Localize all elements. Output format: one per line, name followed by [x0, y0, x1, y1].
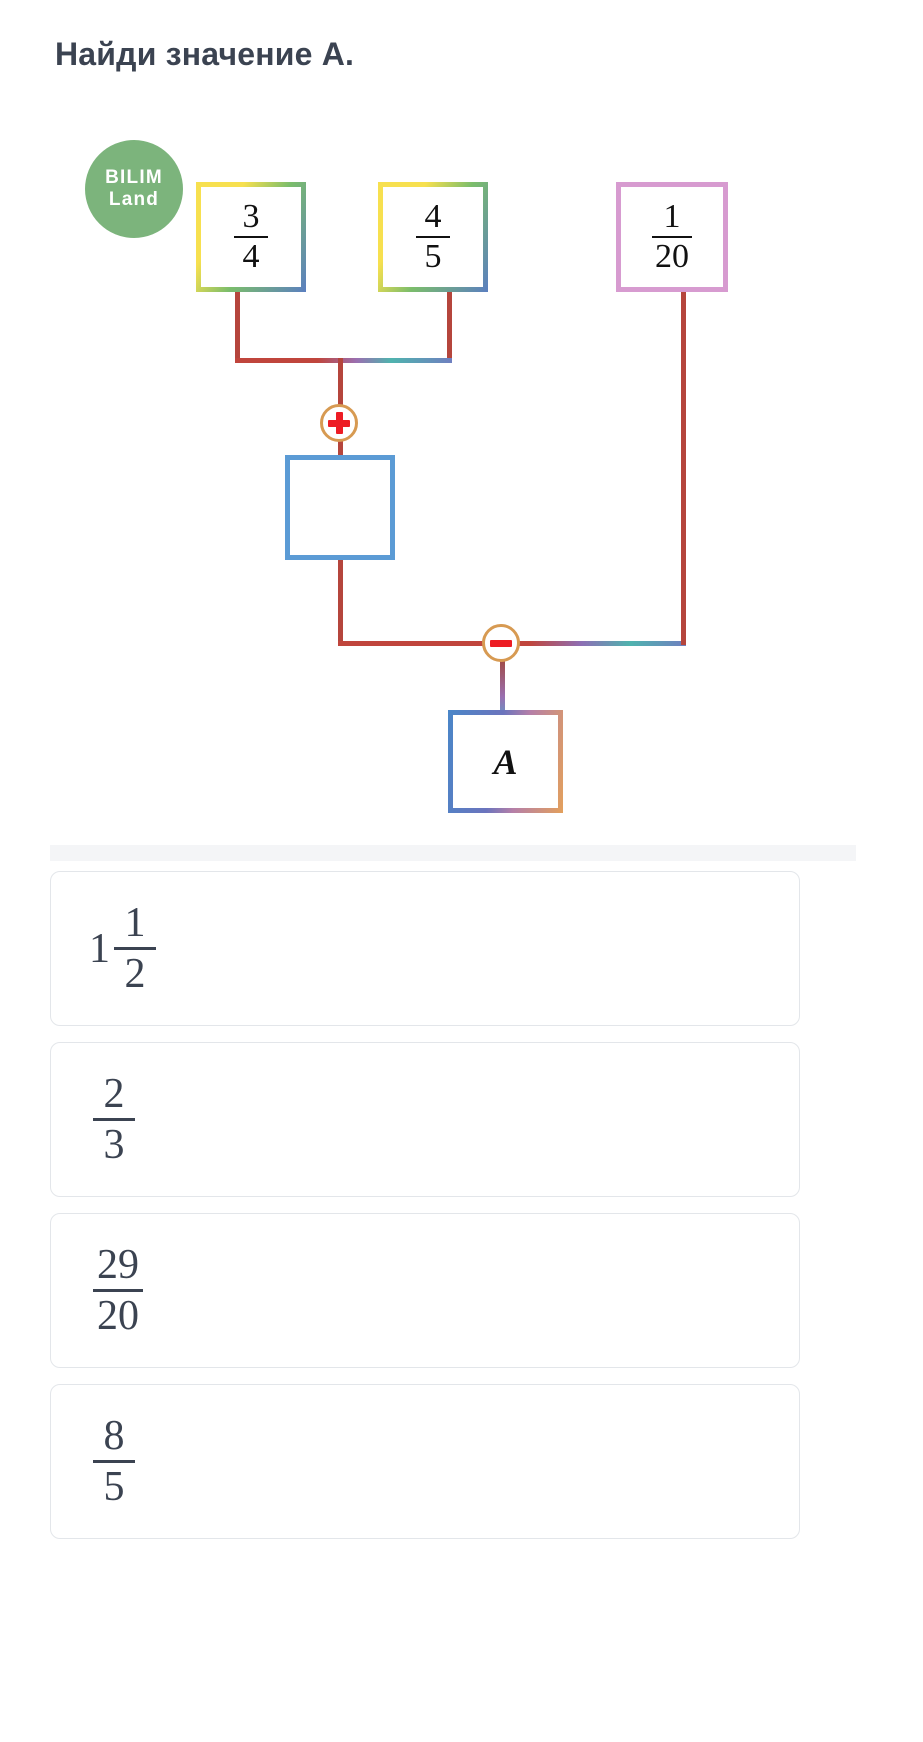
wire-sumbox-down — [338, 557, 343, 645]
numerator: 29 — [97, 1242, 139, 1288]
logo-line-2: Land — [108, 189, 160, 210]
numerator: 2 — [103, 1071, 125, 1117]
fraction-bar — [93, 1118, 135, 1121]
answer-value-3: 29 20 — [89, 1244, 143, 1337]
numerator: 3 — [242, 198, 260, 235]
wire-node3-down — [681, 288, 686, 645]
numerator: 1 — [124, 900, 146, 946]
fraction-bar — [93, 1289, 143, 1292]
denominator: 20 — [97, 1293, 139, 1339]
fraction-stack: 29 20 — [93, 1244, 143, 1337]
answer-option-4[interactable]: 8 5 — [50, 1384, 800, 1539]
result-node-a: A — [448, 710, 563, 813]
fraction-stack: 8 5 — [93, 1415, 135, 1508]
fraction-1-20: 1 20 — [652, 200, 692, 274]
wire-node2-down — [447, 288, 452, 360]
answer-option-1[interactable]: 1 1 2 — [50, 871, 800, 1026]
fraction-node-1-20-inner: 1 20 — [621, 187, 723, 287]
minus-operator-icon — [482, 624, 520, 662]
fraction-node-4-5-inner: 4 5 — [383, 187, 483, 287]
options-top-strip — [50, 845, 856, 861]
answer-value-2: 2 3 — [89, 1073, 135, 1166]
wire-minus-to-answer — [500, 658, 505, 713]
denominator: 5 — [424, 238, 442, 275]
fraction-node-3-4: 3 4 — [196, 182, 306, 292]
empty-sum-box-inner — [290, 460, 390, 555]
wire-bus-to-plus — [338, 358, 343, 428]
plus-operator-icon — [320, 404, 358, 442]
fraction-node-4-5: 4 5 — [378, 182, 488, 292]
denominator: 20 — [655, 238, 689, 275]
fraction-node-1-20: 1 20 — [616, 182, 728, 292]
answer-value-4: 8 5 — [89, 1415, 135, 1508]
fraction-stack: 2 3 — [93, 1073, 135, 1166]
answer-option-3[interactable]: 29 20 — [50, 1213, 800, 1368]
numerator: 8 — [103, 1413, 125, 1459]
wire-sum-bus — [235, 358, 452, 363]
denominator: 5 — [103, 1464, 125, 1510]
numerator: 1 — [663, 198, 681, 235]
fraction-bar — [114, 947, 156, 950]
fraction-bar — [234, 236, 268, 238]
result-label-a: A — [493, 741, 518, 782]
denominator: 4 — [242, 238, 260, 275]
fraction-3-4: 3 4 — [234, 200, 268, 274]
fraction-bar — [416, 236, 450, 238]
fraction-bar — [652, 236, 692, 238]
bilim-land-logo: BILIM Land — [85, 140, 183, 238]
fraction-4-5: 4 5 — [416, 200, 450, 274]
page-title: Найди значение А. — [55, 36, 355, 72]
wire-node1-down — [235, 288, 240, 360]
whole-part: 1 — [89, 925, 110, 972]
answer-option-2[interactable]: 2 3 — [50, 1042, 800, 1197]
fraction-bar — [93, 1460, 135, 1463]
result-node-a-inner: A — [453, 715, 558, 808]
denominator: 2 — [124, 951, 146, 997]
denominator: 3 — [103, 1122, 125, 1168]
logo-line-1: BILIM — [105, 167, 163, 189]
empty-sum-box[interactable] — [285, 455, 395, 560]
numerator: 4 — [424, 198, 442, 235]
answer-value-1: 1 1 2 — [89, 902, 156, 995]
fraction-node-3-4-inner: 3 4 — [201, 187, 301, 287]
fraction-stack: 1 2 — [114, 902, 156, 995]
fraction-diagram: BILIM Land 3 4 4 5 — [0, 120, 923, 830]
wire-plus-to-sumbox — [338, 440, 343, 460]
